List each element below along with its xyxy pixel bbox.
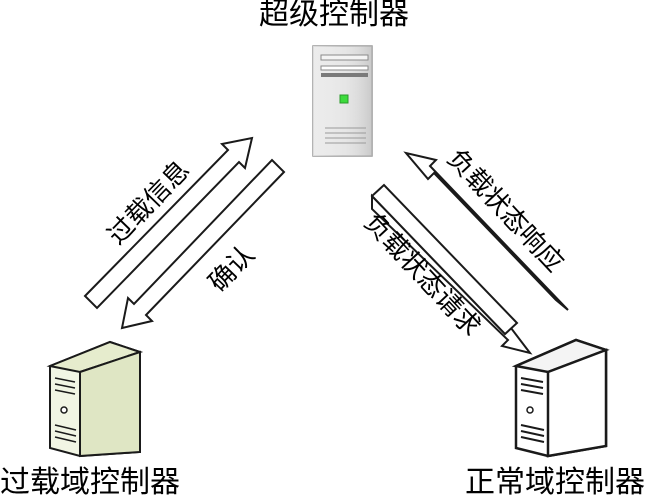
normal-controller-label: 正常域控制器 <box>465 465 645 500</box>
overload-controller-label: 过载域控制器 <box>0 465 180 500</box>
confirm-arrow <box>120 158 286 330</box>
load-response-arrow <box>403 151 569 311</box>
overload-info-arrow <box>83 136 254 310</box>
super-controller-server-icon <box>312 45 373 157</box>
normal-controller-server-icon <box>511 338 610 458</box>
super-controller-label: 超级控制器 <box>259 0 409 32</box>
overload-controller-server-icon <box>46 340 144 458</box>
load-request-arrow <box>370 183 533 355</box>
